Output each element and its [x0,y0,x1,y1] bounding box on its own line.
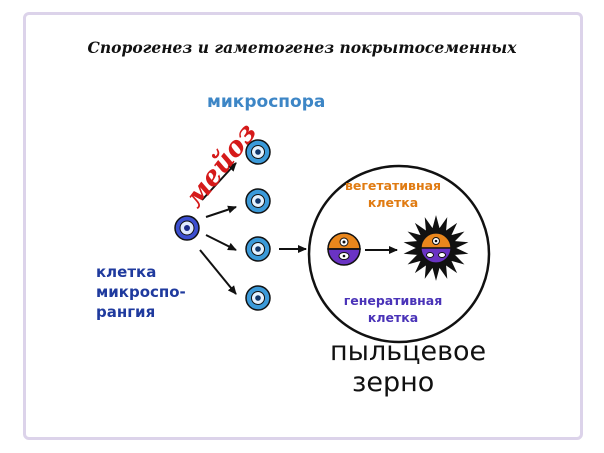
generative-cell-label-line1: генеративная [343,293,443,308]
microspore-cell-4 [245,285,271,311]
arrow-to-microspore-3 [205,234,237,251]
mature-pollen-cell [403,215,469,281]
generative-cell-label-line2: клетка [367,310,419,325]
microsporangium-cell [174,215,200,241]
pollen-grain-outline [307,164,491,344]
microsporangium-cell-label: клетка микроспо- рангия [96,262,186,322]
arrow-to-microspore-4 [199,249,237,295]
microsporangium-cell-label-line2: микроспо- [96,283,186,301]
vegetative-cell-label-line2: клетка [367,195,419,210]
slide-title: Спорогенез и гаметогенез покрытосеменных [87,38,517,57]
slide-frame [23,12,583,440]
microspore-cell-2 [245,188,271,214]
arrow-to-microspore-1 [201,162,237,201]
microsporangium-cell-label-line1: клетка [96,263,157,281]
pollen-grain-label-line1: пыльцевое [330,336,487,367]
microsporangium-cell-label-line3: рангия [96,303,156,321]
arrow-to-microspore-2 [205,205,237,218]
binucleate-cell [327,232,361,266]
vegetative-cell-label-line1: вегетативная [344,178,442,193]
vegetative-cell-label: вегетативная клетка [328,177,458,211]
pollen-grain-label-line2: зерно [352,367,435,398]
pollen-grain-label: пыльцевое зерно [330,336,486,398]
microspore-cell-3 [245,236,271,262]
microspore-cell-1 [245,139,271,165]
generative-cell-label: генеративная клетка [328,292,458,326]
microspore-label: микроспора [207,92,326,112]
